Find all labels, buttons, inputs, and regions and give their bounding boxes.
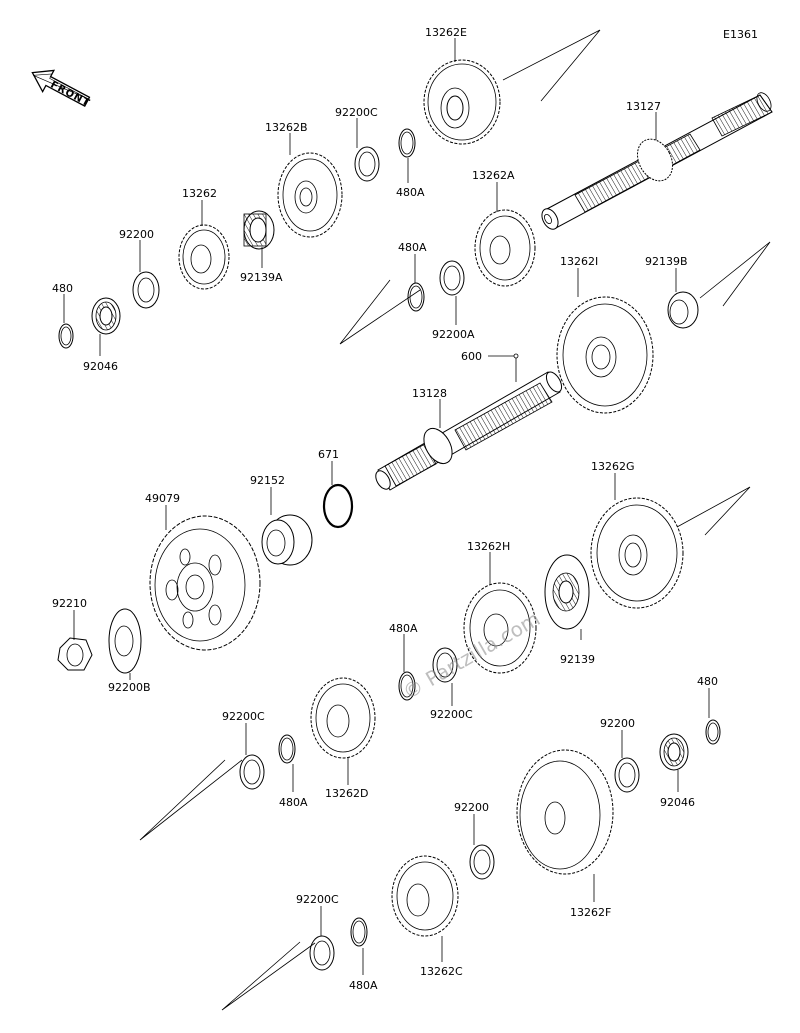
label-92200c: 92200C [296,893,339,906]
circlip-480a-middle [407,282,425,312]
label-13262c: 13262C [420,965,463,978]
assembly-lines [139,29,771,1011]
label-92200c: 92200C [222,710,265,723]
oring-671 [322,483,354,529]
front-arrow-icon: FRONT [31,69,92,109]
label-13262i: 13262I [560,255,598,268]
bearing-92152 [261,514,313,566]
circlip-480a-upper [398,128,416,158]
label-480a: 480A [349,979,378,992]
label-13262a: 13262A [472,169,515,182]
gear-13262h [463,582,537,674]
label-480a: 480A [389,622,418,635]
label-92200: 92200 [119,228,154,241]
sprocket-49079 [149,515,261,651]
label-92152: 92152 [250,474,285,487]
nut-92210 [57,637,93,671]
label-13262h: 13262H [467,540,510,553]
washer-92200-bottom [469,844,495,880]
label-480: 480 [52,282,73,295]
label-13262e: 13262E [425,26,467,39]
figure-code: E1361 [723,28,758,41]
part-labels: 13262E 13127 92200C 13262B 480A 13262 92… [52,26,718,992]
gear-13262a [474,209,536,287]
output-shaft-13127 [541,92,773,230]
bearing-92046-right [659,733,689,771]
leader-lines [63,38,710,975]
label-92200: 92200 [454,801,489,814]
washer-92200-left [132,271,160,309]
label-480a: 480A [396,186,425,199]
label-92200: 92200 [600,717,635,730]
label-480a: 480A [279,796,308,809]
gear-13262c [391,855,459,937]
needle-bearing-92139a [243,210,275,250]
label-13262d: 13262D [325,787,368,800]
gear-13262g [590,497,684,609]
washer-92200b [108,608,142,674]
label-13262f: 13262F [570,906,611,919]
main-shaft-13128 [375,371,563,491]
label-92200c: 92200C [430,708,473,721]
circlip-480a-bottom [350,917,368,947]
label-671: 671 [318,448,339,461]
gear-13262f [516,749,614,875]
label-92046: 92046 [83,360,118,373]
washer-92200-rightlower [614,757,640,793]
label-92046: 92046 [660,796,695,809]
washer-92200c-upper [354,146,380,182]
circlip-480a-lowermid [398,671,416,701]
washer-92200c-bottom [309,935,335,971]
label-13127: 13127 [626,100,661,113]
circlip-480-left [58,323,74,349]
washer-92200c-leftlower [239,754,265,790]
label-13262b: 13262B [265,121,308,134]
circlip-480a-leftlower [278,734,296,764]
gear-13262e [423,59,501,145]
label-13128: 13128 [412,387,447,400]
label-92139a: 92139A [240,271,283,284]
label-13262g: 13262G [591,460,635,473]
gear-13262i [556,296,654,414]
label-92139: 92139 [560,653,595,666]
gear-13262b [277,152,343,238]
needle-bearing-92139 [544,554,590,630]
circlip-480-right [705,719,721,745]
label-92200a: 92200A [432,328,475,341]
washer-92200c-mid [432,647,458,683]
label-92200c: 92200C [335,106,378,119]
label-13262: 13262 [182,187,217,200]
label-49079: 49079 [145,492,180,505]
gear-13262d [310,677,376,759]
label-92210: 92210 [52,597,87,610]
label-92200b: 92200B [108,681,151,694]
label-600: 600 [461,350,482,363]
washer-92200a [439,260,465,296]
label-480a: 480A [398,241,427,254]
gear-13262 [178,224,230,290]
bushing-92139b [667,291,699,329]
bearing-92046-left [91,297,121,335]
label-92139b: 92139B [645,255,688,268]
label-480: 480 [697,675,718,688]
